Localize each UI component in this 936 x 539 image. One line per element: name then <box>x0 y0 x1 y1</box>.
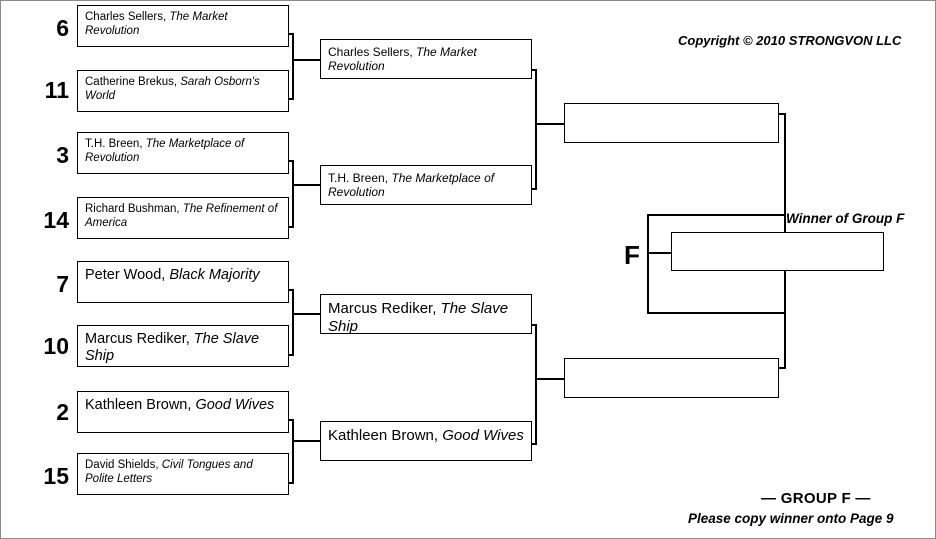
slot-author: T.H. Breen, <box>85 138 146 150</box>
slot-author: Kathleen Brown, <box>85 397 196 413</box>
connector-horizontal <box>532 324 537 326</box>
slot-author: Marcus Rediker, <box>328 300 441 317</box>
group-footer-note: Please copy winner onto Page 9 <box>688 511 894 526</box>
connector-vertical <box>292 33 294 100</box>
connector-horizontal <box>532 443 537 445</box>
slot-author: Marcus Rediker, <box>85 331 194 347</box>
connector-horizontal <box>647 252 671 254</box>
connector-vertical <box>292 419 294 483</box>
slot-title: The Marketplace of Revolution <box>85 138 245 164</box>
bracket-slot-round2[interactable]: T.H. Breen, The Marketplace of Revolutio… <box>320 165 532 205</box>
bracket-slot-round1[interactable]: Charles Sellers, The Market Revolution <box>77 5 289 47</box>
copyright-text: Copyright © 2010 STRONGVON LLC <box>678 33 902 48</box>
slot-label: Marcus Rediker, The Slave Ship <box>85 331 283 365</box>
slot-label: Charles Sellers, The Market Revolution <box>328 45 526 73</box>
slot-author: Charles Sellers, <box>328 45 417 59</box>
slot-label: T.H. Breen, The Marketplace of Revolutio… <box>328 171 526 199</box>
group-letter-label: F <box>624 240 640 270</box>
slot-author: David Shields, <box>85 459 162 471</box>
slot-author: Kathleen Brown, <box>328 427 443 444</box>
connector-horizontal <box>532 188 537 190</box>
connector-horizontal <box>292 440 321 442</box>
bracket-slot-round2[interactable]: Marcus Rediker, The Slave Ship <box>320 294 532 335</box>
group-footer-title: — GROUP F — <box>761 490 871 507</box>
connector-horizontal <box>289 98 294 100</box>
connector-vertical <box>535 69 537 189</box>
slot-title: Good Wives <box>442 427 524 444</box>
bracket-slot-round1[interactable]: David Shields, Civil Tongues and Polite … <box>77 453 289 495</box>
slot-label: Kathleen Brown, Good Wives <box>328 427 526 445</box>
connector-horizontal <box>289 482 294 484</box>
connector-horizontal <box>535 123 565 125</box>
slot-author: Catherine Brekus, <box>85 76 181 88</box>
slot-label: Peter Wood, Black Majority <box>85 267 283 284</box>
slot-author: Peter Wood, <box>85 267 170 283</box>
seed-number: 10 <box>43 333 69 359</box>
slot-title: The Marketplace of Revolution <box>328 171 495 200</box>
connector-horizontal <box>289 289 294 291</box>
slot-author: Charles Sellers, <box>85 11 170 23</box>
connector-horizontal <box>292 59 321 61</box>
connector-horizontal <box>289 354 294 356</box>
bracket-slot-round1[interactable]: Marcus Rediker, The Slave Ship <box>77 325 289 367</box>
slot-label: Marcus Rediker, The Slave Ship <box>328 300 526 335</box>
slot-label: Catherine Brekus, Sarah Osborn's World <box>85 76 283 103</box>
winner-caption: Winner of Group F <box>786 211 905 226</box>
seed-number: 3 <box>56 142 69 168</box>
seed-number: 7 <box>56 271 69 297</box>
bracket-slot-round1[interactable]: T.H. Breen, The Marketplace of Revolutio… <box>77 132 289 174</box>
connector-horizontal <box>535 378 565 380</box>
connector-horizontal <box>289 33 294 35</box>
connector-vertical <box>535 324 537 444</box>
connector-horizontal <box>292 184 321 186</box>
slot-label: David Shields, Civil Tongues and Polite … <box>85 459 283 486</box>
seed-number: 2 <box>56 399 69 425</box>
seed-number: 15 <box>43 463 69 489</box>
bracket-slot-round1[interactable]: Richard Bushman, The Refinement of Ameri… <box>77 197 289 239</box>
connector-vertical <box>292 289 294 355</box>
bracket-slot-round2[interactable]: Kathleen Brown, Good Wives <box>320 421 532 461</box>
slot-title: Sarah Osborn's World <box>85 76 260 102</box>
connector-horizontal <box>289 160 294 162</box>
slot-title: The Slave Ship <box>328 300 509 335</box>
slot-title: Good Wives <box>195 397 275 413</box>
slot-label: T.H. Breen, The Marketplace of Revolutio… <box>85 138 283 165</box>
slot-title: The Market Revolution <box>85 11 228 37</box>
seed-number: 14 <box>43 207 69 233</box>
slot-author: Richard Bushman, <box>85 203 183 215</box>
slot-label: Charles Sellers, The Market Revolution <box>85 11 283 38</box>
bracket-slot-round2[interactable]: Charles Sellers, The Market Revolution <box>320 39 532 79</box>
connector-horizontal <box>532 69 537 71</box>
seed-number: 6 <box>56 15 69 41</box>
connector-horizontal <box>779 113 786 115</box>
slot-title: The Refinement of America <box>85 203 278 229</box>
slot-title: The Slave Ship <box>85 331 260 365</box>
slot-title: Civil Tongues and Polite Letters <box>85 459 253 485</box>
bracket-slot-final[interactable] <box>671 232 884 271</box>
connector-horizontal <box>289 226 294 228</box>
slot-label: Richard Bushman, The Refinement of Ameri… <box>85 203 283 230</box>
connector-horizontal <box>779 367 786 369</box>
bracket-slot-round1[interactable]: Kathleen Brown, Good Wives <box>77 391 289 433</box>
slot-label: Kathleen Brown, Good Wives <box>85 397 283 414</box>
bracket-slot-round1[interactable]: Catherine Brekus, Sarah Osborn's World <box>77 70 289 112</box>
connector-vertical <box>292 160 294 227</box>
slot-title: Black Majority <box>169 267 260 283</box>
slot-title: The Market Revolution <box>328 45 477 74</box>
connector-horizontal <box>289 419 294 421</box>
connector-vertical <box>647 214 649 313</box>
connector-horizontal <box>647 312 786 314</box>
bracket-slot-round3[interactable] <box>564 103 779 143</box>
connector-horizontal <box>292 313 321 315</box>
connector-horizontal <box>647 214 786 216</box>
seed-number: 11 <box>44 77 69 103</box>
slot-author: T.H. Breen, <box>328 171 392 185</box>
bracket-slot-round1[interactable]: Peter Wood, Black Majority <box>77 261 289 303</box>
bracket-slot-round3[interactable] <box>564 358 779 398</box>
